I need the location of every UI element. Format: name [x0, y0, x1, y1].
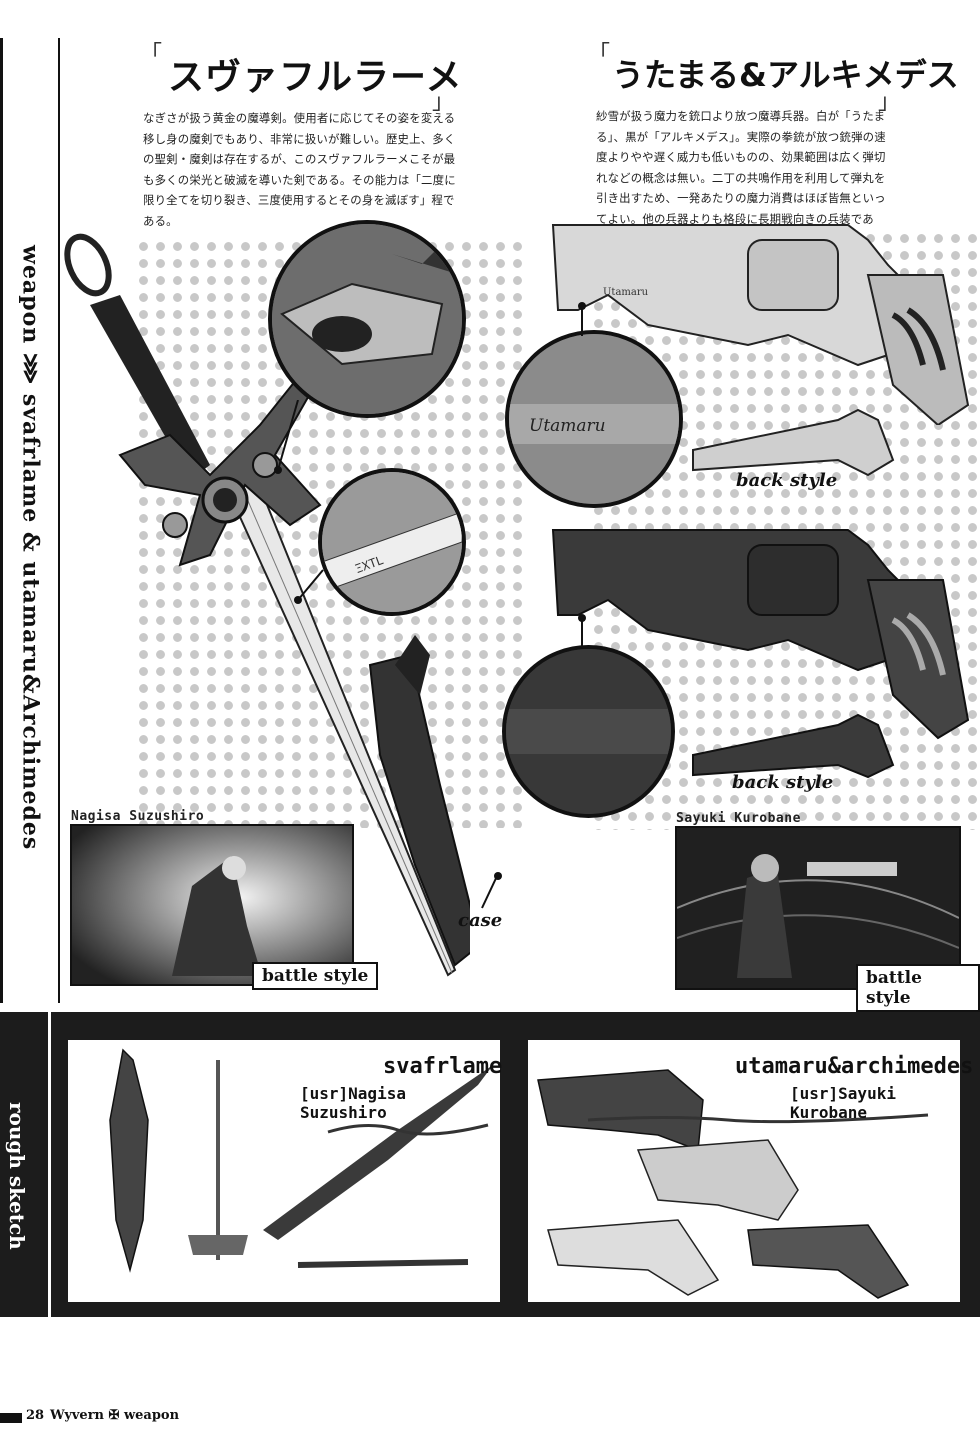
black-gun-archimedes: [551, 529, 970, 740]
sketch-card-svafrlame: svafrlame [usr]Nagisa Suzushiro: [68, 1040, 503, 1302]
sword-guard-closeup: [268, 220, 466, 418]
white-gun-utamaru: Utamaru: [551, 224, 970, 425]
title-bracket-close: 」: [432, 90, 455, 115]
back-style-label-2: back style: [732, 772, 834, 793]
sketch-card-utamaru: utamaru&archimedes [usr]Sayuki Kurobane: [528, 1040, 973, 1302]
right-weapon-title: うたまる&アルキメデス: [612, 56, 959, 94]
utamaru-sketch-title: utamaru&archimedes: [735, 1054, 974, 1079]
svafrlame-sketch-title: svafrlame: [383, 1054, 503, 1079]
rough-sketch-label: rough sketch: [5, 1102, 29, 1250]
title-bracket-open: 「: [140, 42, 163, 67]
character-name-sayuki: Sayuki Kurobane: [676, 811, 801, 826]
black-gun-back-view: [692, 713, 895, 779]
title-bracket-open-2: 「: [588, 42, 611, 67]
gun-engraving-closeup: Utamaru: [505, 330, 683, 508]
title-bracket-close-2: 」: [878, 90, 901, 115]
black-gun-engraving-closeup: [502, 645, 675, 818]
battle-style-label-left: battle style: [252, 962, 379, 990]
book-title: Wyvern ✠ weapon: [50, 1408, 180, 1423]
battle-style-label-right: battle style: [856, 964, 980, 1012]
footer-bar: [0, 1413, 22, 1423]
left-weapon-title: スヴァフルラーメ: [168, 57, 463, 98]
sidebar-section-label: weapon ⋙ svafrlame & utamaru&Archimedes: [17, 245, 44, 851]
sayuki-battle-image: [675, 826, 961, 990]
closeup-engraving-text: Utamaru: [529, 416, 606, 436]
nagisa-battle-image: [70, 824, 354, 986]
back-style-label-1: back style: [736, 470, 838, 491]
callout-line-gun-2: [578, 614, 586, 648]
sidebar-strip: weapon ⋙ svafrlame & utamaru&Archimedes: [0, 38, 60, 1003]
page-number: 28: [26, 1408, 45, 1423]
rough-sketch-side-tab: rough sketch: [0, 1012, 51, 1317]
callout-lines-sword: [274, 400, 324, 604]
case-callout-line: [481, 872, 502, 909]
sword-illustration: [64, 233, 470, 977]
svafrlame-user-label: [usr]Nagisa Suzushiro: [300, 1084, 406, 1122]
callout-line-gun-1: [578, 302, 586, 336]
case-label: case: [458, 910, 503, 931]
utamaru-user-label: [usr]Sayuki Kurobane: [790, 1084, 896, 1122]
character-name-nagisa: Nagisa Suzushiro: [71, 809, 205, 824]
white-gun-back-view: [692, 408, 895, 477]
gun-engraving-text: Utamaru: [603, 287, 649, 298]
blade-engraving-closeup: ΞXΤL: [318, 468, 466, 616]
left-weapon-description: なぎさが扱う黄金の魔導剣。使用者に応じてその姿を変える移し身の魔剣でもあり、非常…: [143, 111, 456, 228]
